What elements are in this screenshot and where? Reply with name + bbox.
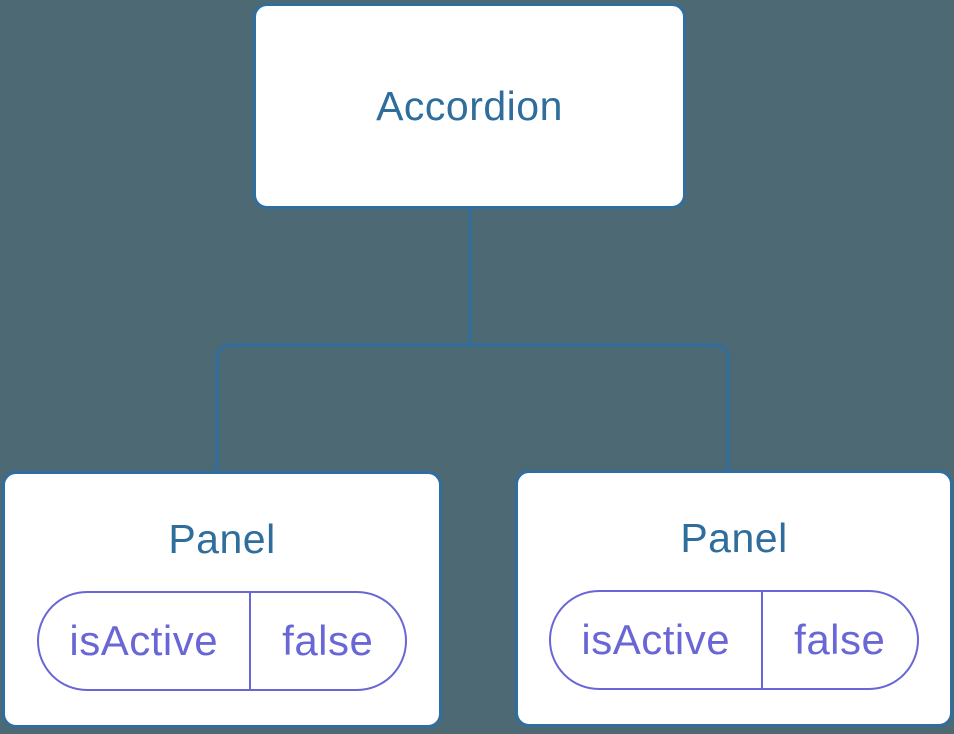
state-pill: isActive false <box>37 591 407 691</box>
state-key-label: isActive <box>39 593 251 689</box>
state-value-label: false <box>794 616 886 663</box>
state-key-label: isActive <box>551 592 763 688</box>
panel-node-label: Panel <box>680 515 788 561</box>
tree-node-panel-left: Panel isActive false <box>2 471 442 728</box>
tree-node-panel-right: Panel isActive false <box>515 470 953 727</box>
panel-node-label: Panel <box>168 516 276 562</box>
accordion-node-label: Accordion <box>376 82 563 129</box>
tree-node-accordion: Accordion <box>253 3 686 209</box>
state-value-label: false <box>282 617 374 664</box>
state-pill: isActive false <box>549 590 919 690</box>
connector-branch <box>215 343 730 473</box>
